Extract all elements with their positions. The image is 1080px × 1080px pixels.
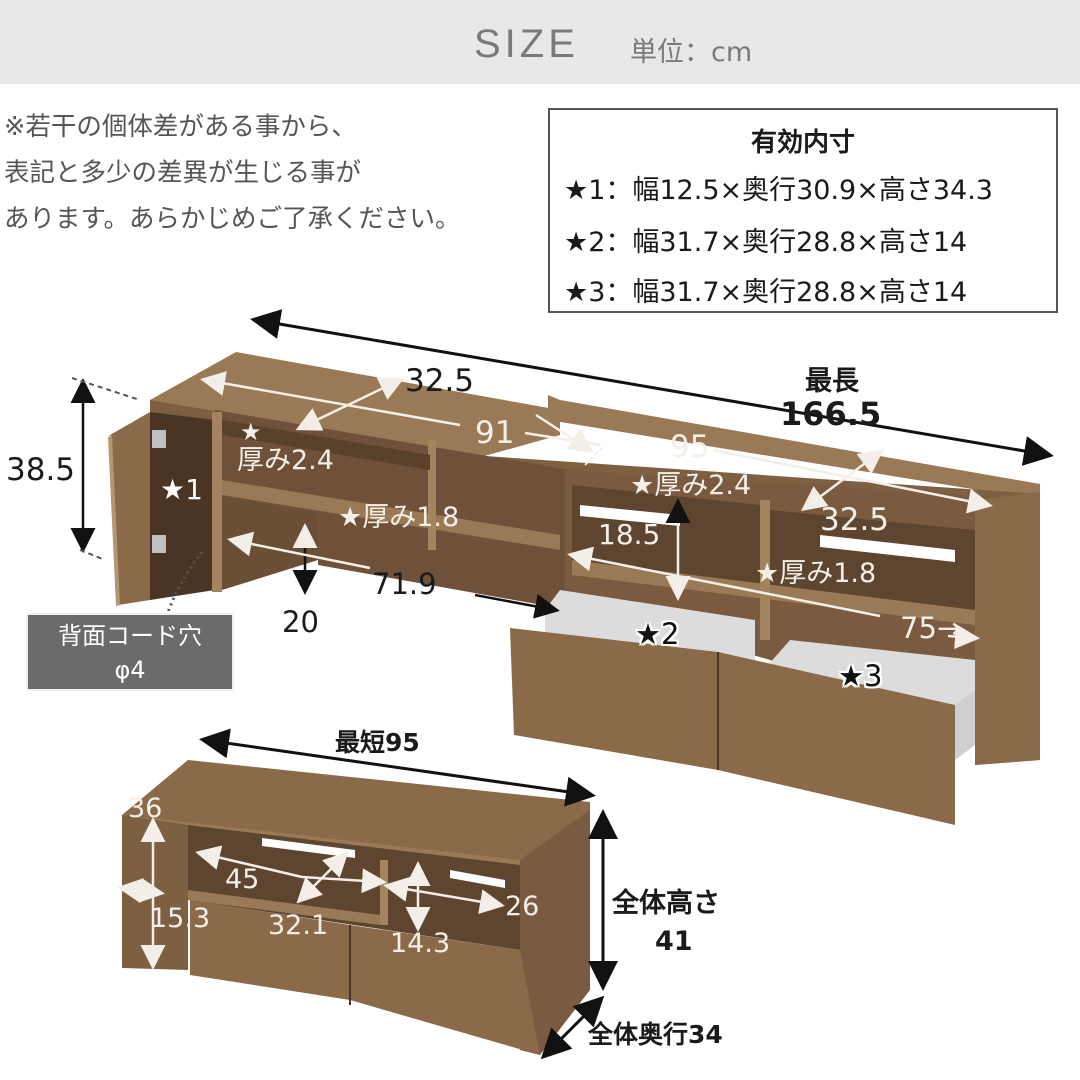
- shelf-right-mid-thickness-label: ★厚み1.8: [755, 558, 877, 589]
- lower-width-right-label: 75→: [900, 611, 962, 645]
- cord-hole-value: φ4: [114, 656, 146, 684]
- open-width-label: 45: [225, 864, 260, 895]
- note-line: あります。あらかじめご了承ください。: [4, 204, 461, 234]
- total-depth-label: 全体奥行34: [588, 1020, 723, 1049]
- inner-dimension-row-3: ★3：幅31.7×奥行28.8×高さ14: [564, 277, 968, 308]
- right-opening-width-label: 26: [505, 891, 540, 922]
- inner-dimensions-title: 有効内寸: [750, 128, 855, 158]
- lower-width-left-label: 71.9: [372, 567, 437, 601]
- shelf-left-thickness-label: 厚み2.4: [237, 445, 334, 476]
- total-height-value: 41: [655, 926, 693, 957]
- top-right-width-label: 95: [670, 429, 710, 465]
- depth-right-label: 32.5: [820, 502, 890, 538]
- drawer-left-star-label: ★2: [635, 617, 680, 651]
- leg-height-label: 20: [282, 605, 319, 639]
- min-length-label: 最短95: [335, 728, 420, 757]
- top-left-width-label: 91: [475, 415, 515, 451]
- shelf-right-thickness-label: ★厚み2.4: [630, 470, 752, 501]
- size-title: SIZE: [474, 22, 579, 66]
- max-length-value: 166.5: [780, 395, 882, 433]
- open-depth-label: 32.1: [268, 910, 329, 941]
- height-left-label: 38.5: [6, 452, 76, 488]
- size-header: SIZE 単位：cm: [0, 0, 1080, 84]
- cord-hole-callout: 背面コード穴 φ4: [26, 613, 234, 691]
- total-height-label: 全体高さ: [612, 888, 720, 919]
- note-line: ※若干の個体差がある事から、: [4, 112, 357, 142]
- compartment-height-label: 18.5: [598, 518, 661, 551]
- right-opening-height-label: 14.3: [390, 928, 451, 959]
- cord-hole-label: 背面コード穴: [58, 622, 202, 650]
- drawer-right-star-label: ★3: [838, 659, 883, 693]
- depth-left-label: 32.5: [405, 363, 475, 399]
- shelf-left-mid-thickness-label: ★厚み1.8: [338, 502, 460, 533]
- note-line: 表記と多少の差異が生じる事が: [4, 158, 362, 188]
- inner-dimension-row-1: ★1：幅12.5×奥行30.9×高さ34.3: [564, 175, 993, 206]
- shelf-left-star-icon: ★: [240, 418, 262, 446]
- side-height-label: 15.3: [150, 903, 211, 934]
- unit-label: 単位：cm: [630, 37, 753, 68]
- max-length-label: 最長: [805, 366, 859, 397]
- door-compartment-star-label: ★1: [160, 473, 203, 506]
- inner-dimension-row-2: ★2：幅31.7×奥行28.8×高さ14: [564, 227, 968, 258]
- disclaimer-note: ※若干の個体差がある事から、 表記と多少の差異が生じる事が あります。あらかじめ…: [4, 104, 544, 242]
- side-width-label: 36: [128, 793, 163, 824]
